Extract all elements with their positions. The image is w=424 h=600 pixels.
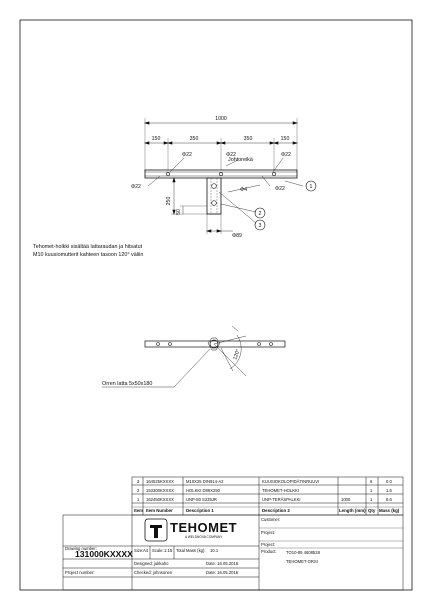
row-1-item-number: 162450KXXXX [146,497,174,502]
row-1-desc2: UNP-TERÄSPALKKI [262,497,301,502]
checked-date: Date: 16.05.2016 [206,570,239,575]
dim-dia-a: Φ22 [182,152,192,158]
drawing-number: 131000KXXXX [75,549,133,559]
project-label-2: Project: [261,542,275,547]
row-1-qty: 1 [370,497,373,502]
header-length: Length (mm) [339,508,366,513]
dim-dia-e: Φ22 [275,186,285,192]
row-3-qty: 6 [370,479,373,484]
product-line-1: TO10-89 4608528 [286,550,321,555]
title-block [62,514,404,591]
checked-label: Checked: johnsonen [134,570,173,575]
balloon-1 [305,180,317,192]
row-2-item: 2 [137,488,140,493]
dim-seg1: 150 [152,136,161,142]
drawing-number-label: Drawing number: [65,546,97,551]
header-qty: Qty [368,508,376,513]
row-1-length: 1000 [341,497,351,502]
note-bar: Orren latta 5x50x180 [102,381,152,387]
dim-overall: 1000 [215,116,227,122]
front-view [143,118,317,234]
sheet-border [19,19,413,591]
customer-label: Customer: [261,517,280,522]
dim-seg4: 150 [281,136,290,142]
header-mass: Mass (kg) [379,508,400,513]
note-line-1: Tehomet-holkki sisältää lattaraudan ja h… [33,244,143,250]
product-label: Product: [261,549,277,554]
tehomet-logo: TEHOMET A WELDNOVA COMPANY [144,518,237,542]
row-3-item-number: 164525KXXXX [146,479,174,484]
dim-width: Φ4 [240,187,247,193]
row-1-desc1: UNP-80 S235JR [186,497,217,502]
row-2-item-number: 153300KXXXX [146,488,174,493]
size-label: Size: [134,548,143,553]
dim-dia-b: Φ22 [226,152,236,158]
dim-height-50: 50 [176,209,182,215]
project-number-label: Project number: [65,570,95,575]
designed-label: Designed: jukkaho [134,561,169,566]
header-desc2: Description 2 [262,508,290,513]
dim-dia-89: Φ89 [232,233,242,239]
balloon-2-label: 2 [259,211,262,217]
row-3-desc1: M10X25 DIN914-A2 [186,479,224,484]
balloon-1-label: 1 [310,184,313,190]
logo-subtext: A WELDNOVA COMPANY [185,535,223,539]
row-3-mass: 0.0 [386,479,392,484]
header-desc1: Description 1 [186,508,214,513]
dim-dia-c: Φ22 [281,152,291,158]
designed-date: Date: 16.05.2016 [206,561,239,566]
scale-label: Scale: [152,548,164,553]
row-2-desc1: HOLKKI D89X250 [186,488,221,493]
balloon-3-label: 3 [259,223,262,229]
logo-text: TEHOMET [170,520,237,535]
dim-height-250: 250 [166,197,172,206]
bottom-view [102,325,286,388]
row-2-mass: 1.6 [386,488,392,493]
balloon-3 [254,219,266,231]
product-line-2: TEHOMET-ORSI [286,559,318,564]
header-item-number: Item Number [146,508,173,513]
dim-seg3: 350 [244,136,253,142]
scale-value: 1:15 [164,548,173,553]
total-mass-value: 10.1 [210,548,219,553]
row-1-item: 1 [137,497,140,502]
row-2-qty: 1 [370,488,373,493]
row-1-mass: 8.6 [386,497,392,502]
header-item: Item [134,508,143,513]
note-line-2: M10 kuusiomutterit kahteen tasoon 120° v… [33,252,143,258]
row-2-desc2: TEHOMET-HOLKKI [262,488,299,493]
row-3-desc2: KUUSIOKOLOPIDÄTINRUUVI [262,479,319,484]
size-value: A4 [143,548,149,553]
dim-seg2: 350 [190,136,199,142]
dim-dia-d: Φ22 [131,184,141,190]
label-cable-guide: Johtoreikä [228,157,253,163]
row-3-item: 3 [137,479,140,484]
dim-angle: 120° [232,349,241,361]
balloon-2 [254,207,266,219]
project-label: Project: [261,530,275,535]
total-mass-label: Total Mass (kg): [176,548,206,553]
